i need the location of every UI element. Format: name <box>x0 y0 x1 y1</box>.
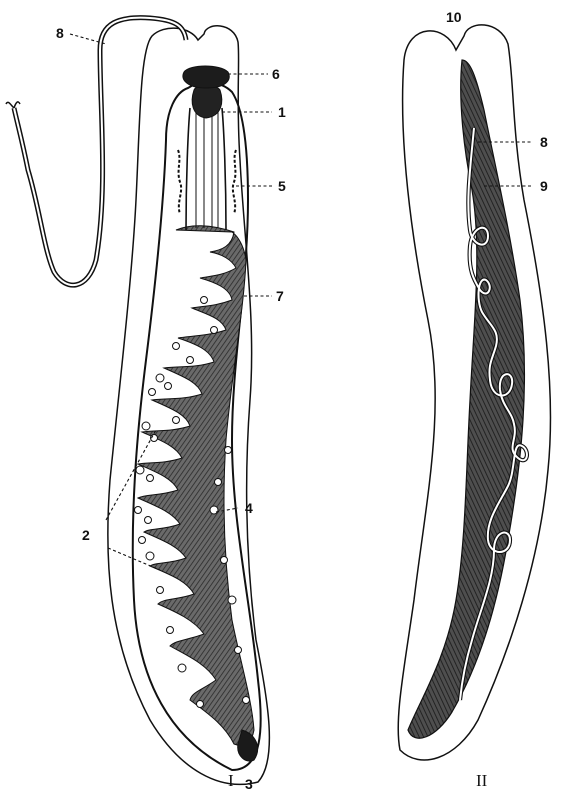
label-10: 10 <box>446 9 462 25</box>
cephalic-gland-left <box>178 150 181 214</box>
cephalic-gland-right <box>233 150 236 214</box>
tail-fork <box>6 102 20 108</box>
figure-one: 1 2 3 4 5 6 7 8 <box>6 18 286 792</box>
embryo-body <box>408 60 524 738</box>
label-II-8: 8 <box>540 134 548 150</box>
label-3: 3 <box>245 776 253 792</box>
intestine-mass <box>138 226 254 746</box>
label-5: 5 <box>278 178 286 194</box>
caption-figure-one: I <box>228 771 234 790</box>
label-2: 2 <box>82 527 90 543</box>
label-6: 6 <box>272 66 280 82</box>
label-4: 4 <box>245 500 253 516</box>
pharynx <box>186 86 226 231</box>
head-papilla <box>183 66 229 88</box>
label-8: 8 <box>56 25 64 41</box>
label-7: 7 <box>276 288 284 304</box>
figure-two: 10 8 9 <box>398 9 550 760</box>
tail-tip <box>238 730 258 761</box>
label-1: 1 <box>278 104 286 120</box>
caption-figure-two: II <box>476 771 488 790</box>
label-II-9: 9 <box>540 178 548 194</box>
